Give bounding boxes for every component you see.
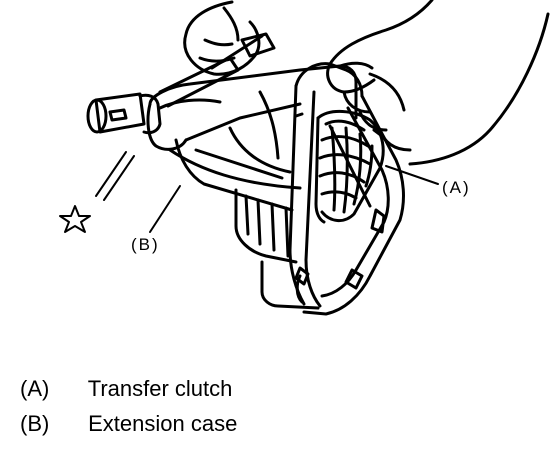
case-flange-drawing <box>288 62 405 316</box>
star-symbol <box>59 205 91 233</box>
legend-text: Transfer clutch <box>87 376 233 401</box>
legend-code: (A) <box>20 376 50 401</box>
callout-b-label: (B) <box>131 235 160 254</box>
lower-hand-drawing <box>326 0 550 166</box>
legend-text: Extension case <box>88 411 238 436</box>
upper-hand-drawing <box>183 0 276 76</box>
callout-a-label: (A) <box>442 178 471 197</box>
legend-code: (B) <box>20 411 50 436</box>
legend-row-extension-case: (B) Extension case <box>20 411 237 437</box>
legend-row-transfer-clutch: (A) Transfer clutch <box>20 376 232 402</box>
transfer-clutch-drawing <box>314 110 385 224</box>
output-shaft-drawing <box>86 34 264 135</box>
leader-lines <box>95 151 439 233</box>
transfer-case-body-drawing <box>146 64 358 310</box>
transfer-clutch-removal-illustration: (A) (B) <box>59 0 550 316</box>
